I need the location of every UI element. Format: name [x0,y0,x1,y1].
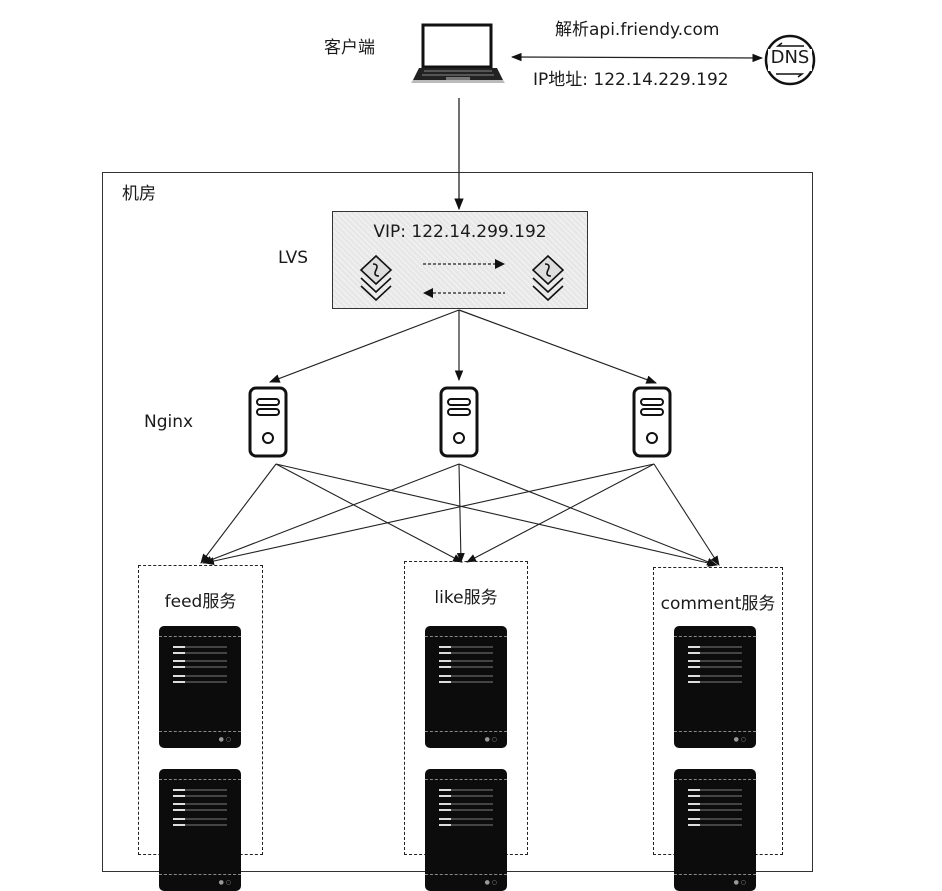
server-instance-icon: ● ○ [159,769,241,891]
server-tower-icon [632,386,672,458]
lvs-sync-arrows [423,259,505,298]
server-instance-icon: ● ○ [425,769,507,891]
stack-layers-icon [359,254,393,302]
edge-nginx3-like [466,463,655,563]
datacenter-label: 机房 [122,184,156,204]
dns-icon [764,34,816,86]
edge-nginx2-feed [202,463,460,564]
edge-lvs-nginx-1 [268,309,460,383]
edge-nginx2-comment [458,463,717,566]
edge-lvs-nginx-3 [458,309,658,384]
dns-response-label: IP地址: 122.14.229.192 [533,70,729,90]
stack-layers-icon [531,254,565,302]
edge-nginx3-feed [204,463,655,565]
server-instance-icon: ● ○ [159,626,241,748]
dns-label: DNS [770,47,810,68]
server-instance-icon: ● ○ [425,626,507,748]
client-label: 客户端 [324,38,375,58]
connection-edges [200,52,764,567]
lvs-box: VIP: 122.14.299.192 [332,211,588,309]
nginx-label: Nginx [144,412,194,432]
laptop-icon [411,23,505,83]
edge-nginx1-comment [275,463,718,567]
service-label: comment服务 [660,594,776,614]
lvs-label: LVS [278,248,309,268]
edge-nginx1-like [275,463,463,563]
server-instance-icon: ● ○ [674,769,756,891]
lvs-vip-label: VIP: 122.14.299.192 [373,222,547,242]
server-tower-icon [439,386,479,458]
service-label: like服务 [434,588,498,608]
server-tower-icon [248,386,288,458]
edge-client-dns [510,52,764,63]
dns-request-label: 解析api.friendy.com [555,20,720,40]
service-label: feed服务 [164,592,237,612]
edge-nginx2-like [456,463,465,563]
server-instance-icon: ● ○ [674,626,756,748]
edge-nginx1-feed [200,463,277,564]
edge-nginx3-comment [653,463,720,566]
dns-node: DNS [764,34,816,86]
